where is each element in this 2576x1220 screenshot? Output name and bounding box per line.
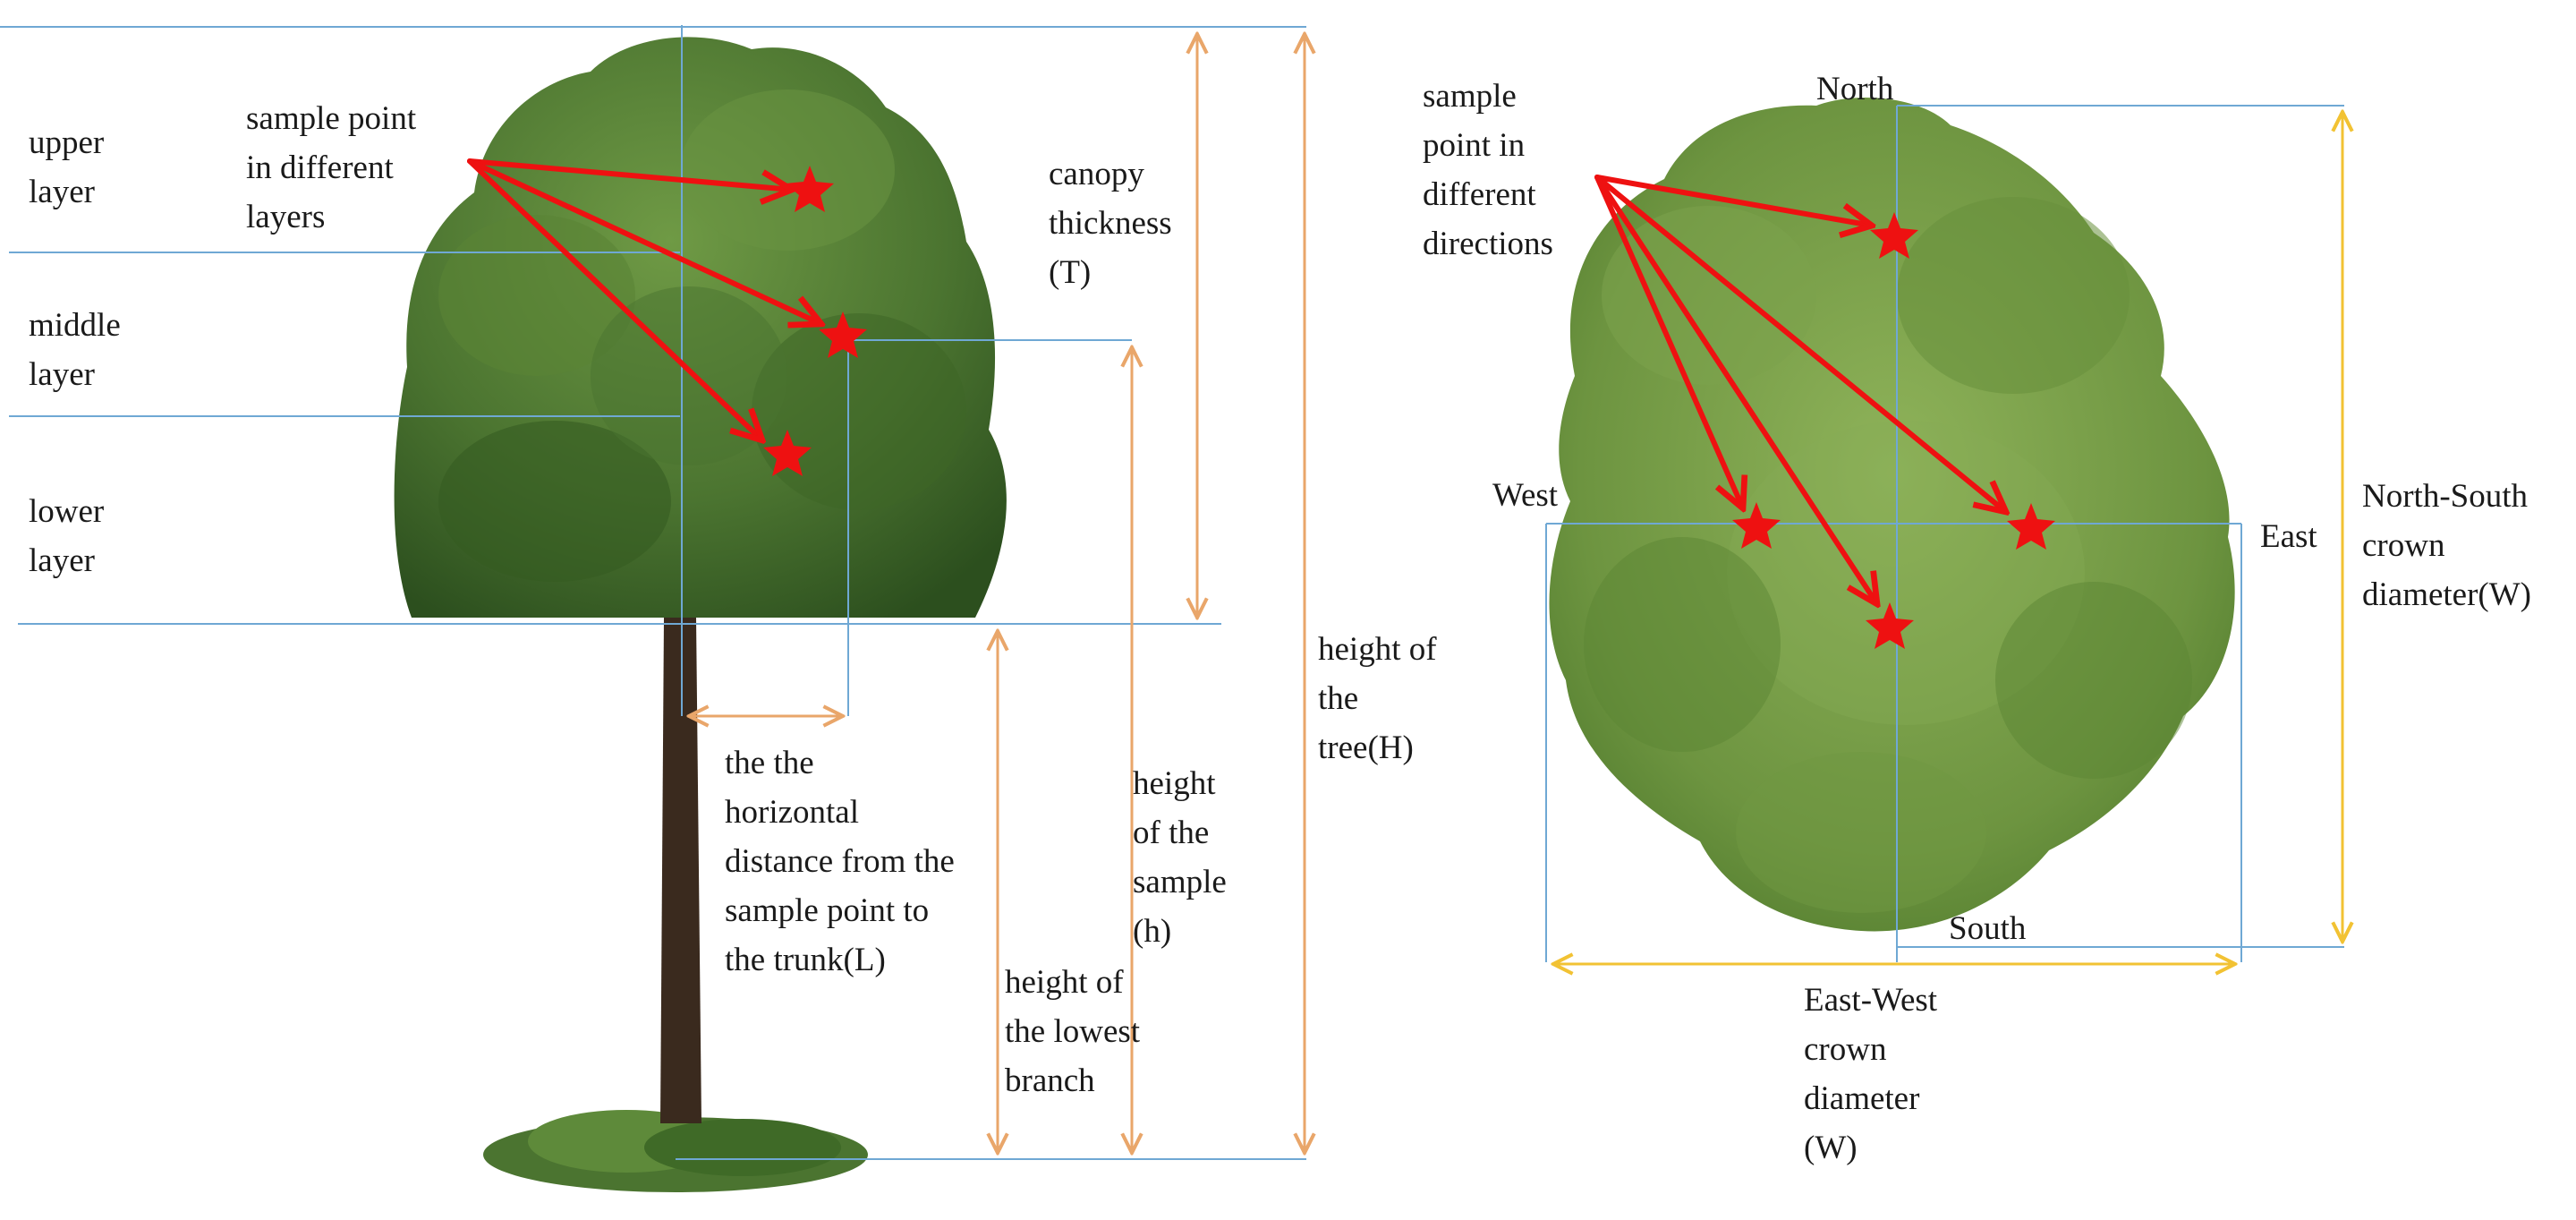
sample-star-icon-west bbox=[1732, 502, 1781, 549]
sample-arrow-south bbox=[1594, 175, 1877, 604]
sample-arrow-north bbox=[1594, 175, 1872, 226]
sample-star-icon-middle bbox=[819, 311, 867, 358]
sample-arrow-east bbox=[1594, 175, 2006, 512]
sample-arrow-lower bbox=[467, 158, 762, 440]
sample-star-icon-lower bbox=[763, 430, 812, 476]
sample-star-icon-east bbox=[2007, 503, 2055, 550]
sample-arrow-middle bbox=[467, 158, 821, 324]
north-label: North bbox=[1816, 71, 1894, 107]
sample-star-icon-north bbox=[1870, 212, 1918, 259]
sample-star-icon-south bbox=[1866, 602, 1914, 649]
tree-side-view-illustration bbox=[394, 37, 1007, 1192]
sample-arrow-west bbox=[1594, 175, 1743, 508]
sample-arrow-upper bbox=[467, 158, 792, 190]
sample-star-icon-upper bbox=[786, 166, 834, 212]
south-label: South bbox=[1949, 910, 2027, 947]
west-label: West bbox=[1492, 477, 1559, 514]
tree-top-view-illustration bbox=[1549, 98, 2235, 932]
east-label: East bbox=[2260, 518, 2317, 555]
